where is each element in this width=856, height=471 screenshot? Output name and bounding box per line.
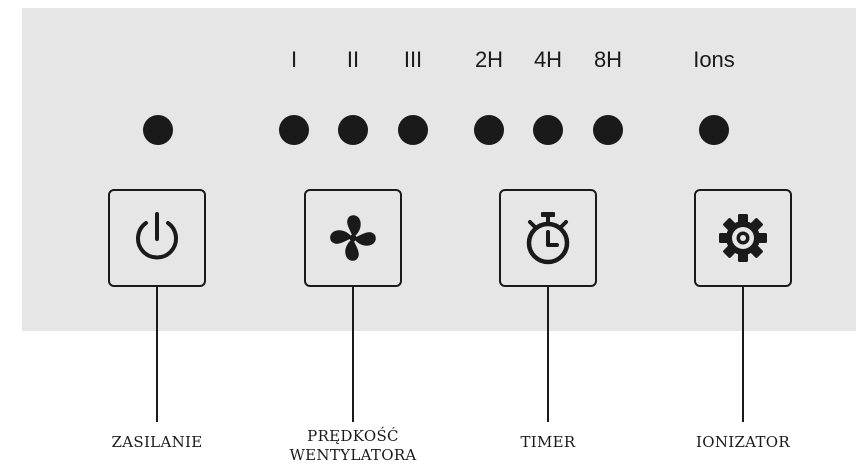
timer-caption: TIMER xyxy=(520,433,576,451)
fan-speed-leader-line xyxy=(352,287,354,422)
fan-icon xyxy=(330,215,376,261)
fan-speed-caption: PRĘDKOŚĆ WENTYLATORA xyxy=(289,427,416,465)
speed-2-label: II xyxy=(346,47,360,72)
speed-3-label: III xyxy=(403,47,423,72)
timer-8h-led xyxy=(593,115,623,145)
timer-button[interactable] xyxy=(499,189,597,287)
power-icon xyxy=(136,212,178,260)
timer-2h-led xyxy=(474,115,504,145)
power-button[interactable] xyxy=(108,189,206,287)
timer-2h-label: 2H xyxy=(474,47,504,72)
fan-speed-caption-line1: PRĘDKOŚĆ xyxy=(307,427,399,445)
fan-speed-caption-line2: WENTYLATORA xyxy=(289,446,417,464)
power-caption: ZASILANIE xyxy=(111,433,203,451)
ionizer-caption: IONIZATOR xyxy=(695,433,791,451)
ions-label: Ions xyxy=(693,47,735,72)
speed-1-label: I xyxy=(290,47,298,72)
speed-2-led xyxy=(338,115,368,145)
timer-4h-led xyxy=(533,115,563,145)
fan-speed-button[interactable] xyxy=(304,189,402,287)
timer-8h-label: 8H xyxy=(593,47,623,72)
stopwatch-icon xyxy=(526,212,570,265)
control-panel xyxy=(22,8,856,331)
speed-3-led xyxy=(398,115,428,145)
gear-icon xyxy=(719,214,767,262)
ionizer-button[interactable] xyxy=(694,189,792,287)
timer-4h-label: 4H xyxy=(533,47,563,72)
power-led xyxy=(143,115,173,145)
timer-leader-line xyxy=(547,287,549,422)
power-leader-line xyxy=(156,287,158,422)
speed-1-led xyxy=(279,115,309,145)
ionizer-leader-line xyxy=(742,287,744,422)
ions-led xyxy=(699,115,729,145)
